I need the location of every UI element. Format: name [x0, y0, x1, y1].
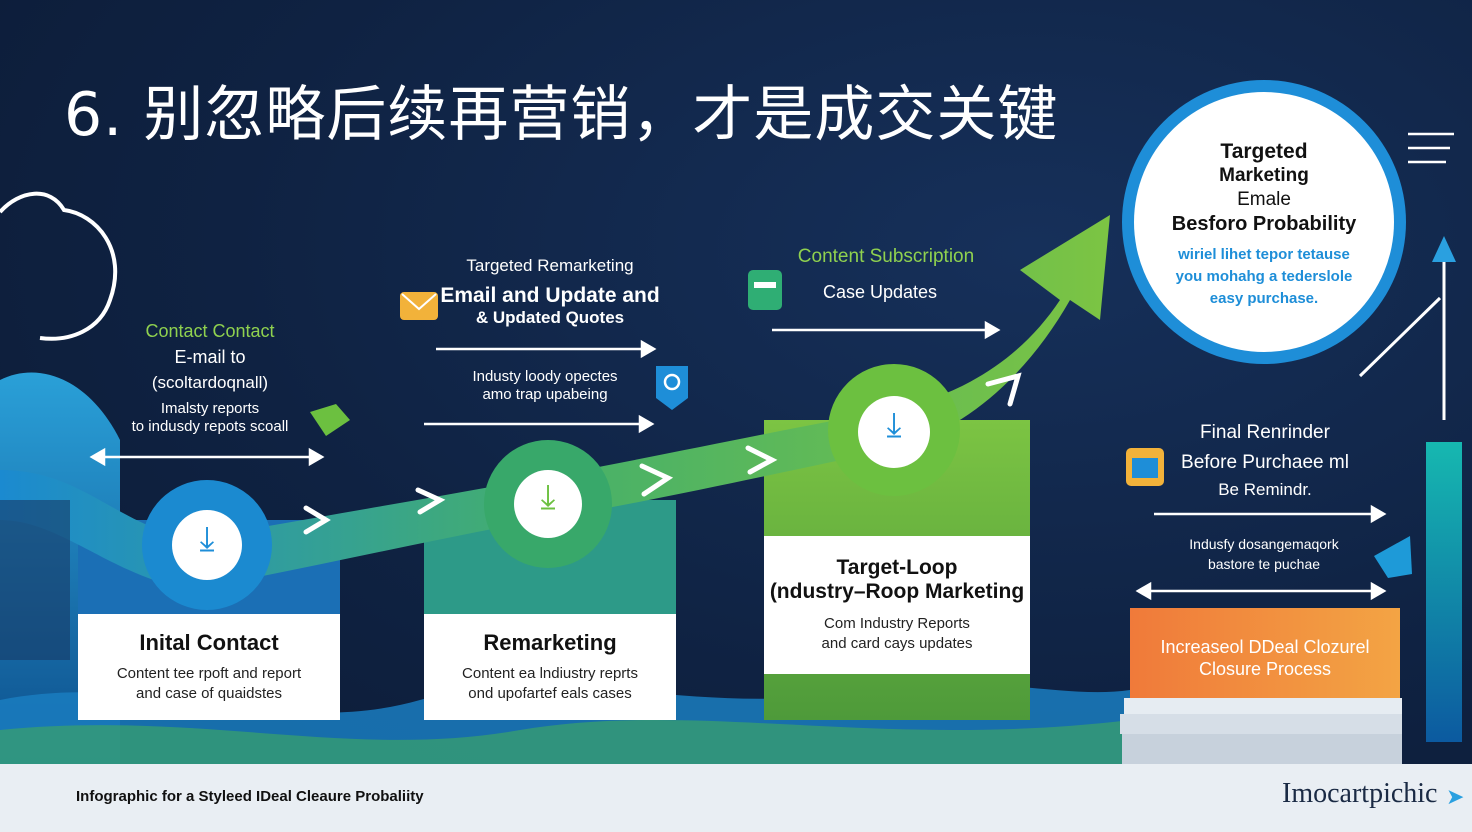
subscription-line2: Case Updates [822, 282, 938, 302]
remarketing-line2: Email and Update and [440, 284, 660, 307]
final-line3: Be Remindr. [1218, 480, 1312, 499]
circle-blue3: easy purchase. [1209, 290, 1319, 307]
circle-line4: Besforo Probability [1171, 213, 1357, 235]
paper-plane-icon [1374, 536, 1412, 578]
contact-line4: Imalsty reports [160, 400, 260, 417]
email-icon [400, 292, 438, 320]
target-circle-text: Targeted Marketing Emale Besforo Probabi… [1134, 140, 1394, 236]
cloud-icon [0, 191, 118, 341]
download-icon: ⤓ [540, 478, 556, 516]
band-chevrons [303, 372, 1022, 535]
subscription-heading: Content Subscription [797, 246, 975, 267]
left-panel [0, 500, 70, 660]
menu-icon [1408, 132, 1454, 164]
brand-logo[interactable]: Imocartpichic [1282, 778, 1438, 809]
card-title2: (ndustry–Roop Marketing [769, 580, 1025, 603]
flow-arrows [89, 320, 1387, 601]
final-line2: Before Purchaee ml [1181, 452, 1349, 473]
card-initial-contact: Inital Contact Content tee rpoft and rep… [78, 614, 340, 720]
circle-blue1: wiriel lihet tepor tetause [1178, 246, 1350, 263]
stack-2 [1120, 714, 1402, 734]
contact-line2: E-mail to [174, 347, 246, 367]
node-1-inner [172, 510, 242, 580]
remarketing-line3: & Updated Quotes [475, 308, 625, 327]
target-circle-inner [1134, 92, 1394, 352]
orange-box-bg [1130, 608, 1400, 698]
subscription-icon [748, 270, 782, 310]
card-target-loop: Target-Loop (ndustry–Roop Marketing Com … [764, 536, 1030, 674]
stack-3 [1122, 734, 1402, 764]
card-line1: Com Industry Reports [824, 615, 970, 632]
brand-arrow-icon: ➤ [1446, 784, 1465, 809]
circle-line1: Targeted [1220, 140, 1308, 163]
contact-subtext: Imalsty reports to indusdy repots scoall [100, 400, 320, 436]
card-line2: and card cays updates [821, 635, 973, 652]
card-line2: and case of quaidstes [136, 685, 282, 702]
footer-caption: Infographic for a Styleed IDeal Cleaure … [76, 788, 424, 805]
download-icon: ⤓ [199, 520, 215, 558]
right-bar [1426, 442, 1462, 742]
card-title: Remarketing [483, 630, 617, 655]
diagonal-line [1358, 296, 1442, 378]
card-line1: Content tee rpoft and report [116, 665, 302, 682]
node-3-inner [858, 396, 930, 468]
orange-line1: Increaseol DDeal Clozurel [1160, 637, 1370, 657]
contact-line5: to indusdy repots scoall [131, 418, 289, 435]
footer: Infographic for a Styleed IDeal Cleaure … [0, 764, 1472, 832]
page-title: 6. 别忽略后续再营销，才是成交关键 [64, 80, 1059, 150]
final-line1: Final Renrinder [1200, 422, 1330, 443]
card-line2: ond upofartef eals cases [468, 685, 632, 702]
circle-line3: Emale [1237, 189, 1291, 210]
circle-line2: Marketing [1219, 165, 1309, 186]
target-circle-subtext: wiriel lihet tepor tetause you mohahg a … [1134, 244, 1394, 310]
card-line1: Content ea lndiustry reprts [462, 665, 638, 682]
tag-icon [310, 404, 350, 436]
contact-text-block: Contact Contact E-mail to (scoltardoqnal… [110, 318, 310, 396]
contact-heading: Contact Contact [145, 321, 275, 341]
final-line4: Indusfy dosangemaqork [1189, 536, 1339, 552]
download-icon: ⤓ [886, 406, 902, 444]
orange-box-text: Increaseol DDeal Clozurel Closure Proces… [1130, 636, 1400, 680]
stack-1 [1124, 698, 1402, 714]
final-line5: bastore te puchae [1207, 556, 1321, 572]
arrow-up-icon [1432, 236, 1456, 262]
card-title: Inital Contact [139, 630, 279, 655]
remarketing-subtext: Industy loody opectes amo trap upabeing [440, 368, 650, 404]
circle-blue2: you mohahg a tederslole [1175, 268, 1353, 285]
card-title: Target-Loop [836, 556, 958, 579]
node-2-inner [514, 470, 582, 538]
remarketing-line5: amo trap upabeing [482, 386, 608, 403]
orange-line2: Closure Process [1198, 659, 1332, 679]
remarketing-line1: Targeted Remarketing [466, 256, 634, 275]
remarketing-line4: Industy loody opectes [472, 368, 618, 385]
bottom-wave-green [0, 720, 1130, 764]
contact-line3: (scoltardoqnall) [151, 373, 269, 392]
card-remarketing: Remarketing Content ea lndiustry reprts … [424, 614, 676, 720]
final-subtext: Indusfy dosangemaqork bastore te puchae [1164, 534, 1364, 574]
